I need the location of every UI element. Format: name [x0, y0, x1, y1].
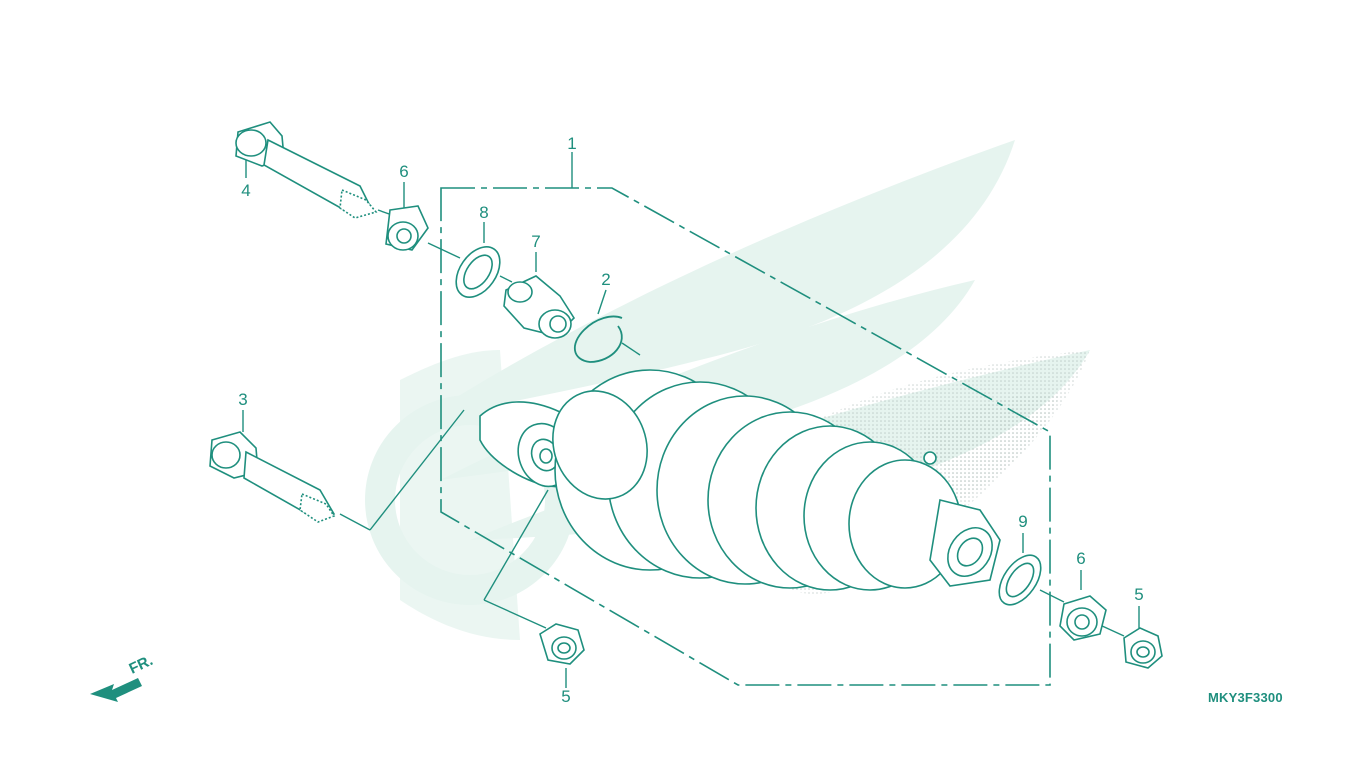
- arrow-left-icon: [90, 678, 142, 702]
- snap-ring: [574, 315, 623, 363]
- collar-upper: [385, 205, 429, 251]
- callout-9: 9: [1018, 512, 1028, 531]
- dust-seal-upper: [455, 246, 501, 298]
- nut-right: [1123, 627, 1163, 669]
- collar-lower: [1059, 595, 1107, 641]
- assembly-outline: [440, 187, 1051, 686]
- bushing: [503, 275, 576, 339]
- drawing-code: MKY3F3300: [1208, 690, 1283, 705]
- upper-bolt: [235, 121, 378, 219]
- nut-lower: [539, 623, 585, 665]
- lower-bolt: [209, 431, 336, 523]
- callout-1: 1: [567, 134, 577, 153]
- dust-seal-lower: [998, 554, 1042, 606]
- shock-absorber-body: [479, 369, 1001, 591]
- callout-7: 7: [531, 232, 541, 251]
- direction-label: FR.: [127, 656, 156, 678]
- leader-lines: [242, 152, 1140, 688]
- callout-3: 3: [238, 390, 248, 409]
- callout-6-upper: 6: [399, 162, 409, 181]
- callout-4: 4: [241, 181, 251, 200]
- callout-5-lower: 5: [561, 687, 571, 706]
- callout-6-lower: 6: [1076, 549, 1086, 568]
- callout-5-right: 5: [1134, 585, 1144, 604]
- callout-2: 2: [601, 270, 611, 289]
- front-direction-arrow: FR.: [90, 656, 156, 702]
- callout-8: 8: [479, 203, 489, 222]
